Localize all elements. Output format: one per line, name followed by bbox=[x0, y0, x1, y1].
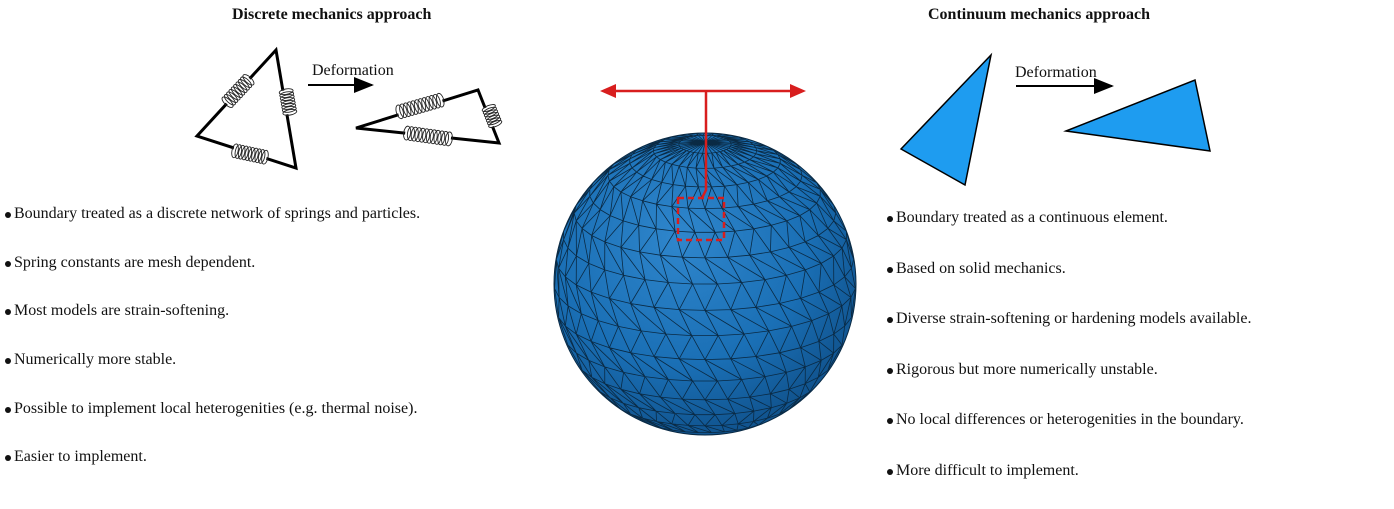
deformation-label-right: Deformation bbox=[1015, 64, 1097, 81]
highlight-stem bbox=[700, 91, 708, 199]
list-item: Numerically more stable. bbox=[0, 348, 420, 372]
list-item: No local differences or heterogenities i… bbox=[882, 408, 1251, 432]
continuum-triangle-undeformed bbox=[899, 52, 993, 187]
list-item: Diverse strain-softening or hardening mo… bbox=[882, 307, 1251, 331]
spring-icon bbox=[395, 92, 445, 120]
deformation-label-left: Deformation bbox=[312, 62, 394, 79]
discrete-approach-title: Discrete mechanics approach bbox=[232, 6, 432, 23]
continuum-bullet-list: Boundary treated as a continuous element… bbox=[882, 206, 1251, 509]
highlight-box bbox=[676, 196, 726, 242]
list-item: Rigorous but more numerically unstable. bbox=[882, 358, 1251, 382]
highlight-callout bbox=[600, 84, 806, 242]
continuum-approach-title: Continuum mechanics approach bbox=[928, 6, 1150, 23]
discrete-triangle-undeformed bbox=[194, 46, 298, 171]
list-item: Easier to implement. bbox=[0, 445, 420, 469]
list-item: Most models are strain-softening. bbox=[0, 299, 420, 323]
spring-icon bbox=[403, 125, 453, 147]
list-item: More difficult to implement. bbox=[882, 459, 1251, 483]
spring-icon bbox=[231, 143, 269, 165]
spring-icon bbox=[481, 104, 503, 128]
list-item: Spring constants are mesh dependent. bbox=[0, 251, 420, 275]
continuum-triangle-deformed bbox=[1063, 78, 1211, 152]
list-item: Possible to implement local heterogeniti… bbox=[0, 397, 420, 421]
list-item: Boundary treated as a continuous element… bbox=[882, 206, 1251, 230]
list-item: Boundary treated as a discrete network o… bbox=[0, 202, 420, 226]
spring-icon bbox=[221, 73, 255, 109]
list-item: Based on solid mechanics. bbox=[882, 257, 1251, 281]
spring-icon bbox=[278, 88, 298, 116]
discrete-bullet-list: Boundary treated as a discrete network o… bbox=[0, 202, 420, 494]
stretch-arrow-left-head bbox=[600, 84, 616, 98]
discrete-triangle-deformed bbox=[355, 88, 503, 147]
diagram-canvas bbox=[194, 46, 1211, 436]
stretch-arrow-right-head bbox=[790, 84, 806, 98]
